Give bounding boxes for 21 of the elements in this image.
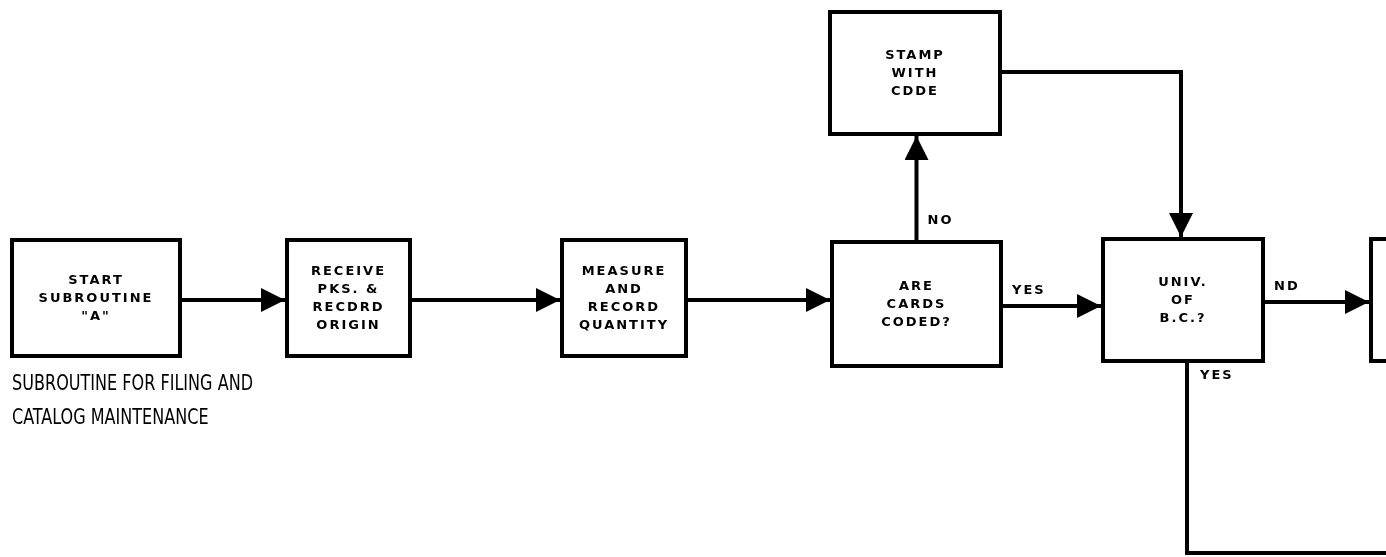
arrow xyxy=(904,136,929,240)
arrow xyxy=(688,288,830,312)
process-box xyxy=(828,10,1002,136)
box-text: START SUBROUTINE "A" xyxy=(37,271,155,325)
box-text: RECEIVE PKS. & RECDRD ORIGIN xyxy=(309,262,388,334)
box-text: MEASURE AND RECORD QUANTITY xyxy=(577,262,671,334)
decision-box xyxy=(1101,237,1265,363)
arrow xyxy=(1265,290,1369,314)
arrow xyxy=(412,288,560,312)
box-text: ARE CARDS CODED? xyxy=(880,277,953,331)
process-box xyxy=(10,238,182,358)
process-box xyxy=(560,238,688,358)
arrow xyxy=(182,288,285,312)
arrow xyxy=(1003,294,1101,318)
process-box xyxy=(285,238,412,358)
caption: SUBROUTINE FOR FILING AND CATALOG MAINTENANCE xyxy=(12,370,254,431)
arrow xyxy=(1002,70,1193,237)
box-text: UNIV. OF B.C.? xyxy=(1157,273,1209,327)
decision-box xyxy=(830,240,1003,368)
box-text: STAMP WITH CDDE xyxy=(884,46,946,100)
edge-label: ND xyxy=(1273,278,1301,293)
